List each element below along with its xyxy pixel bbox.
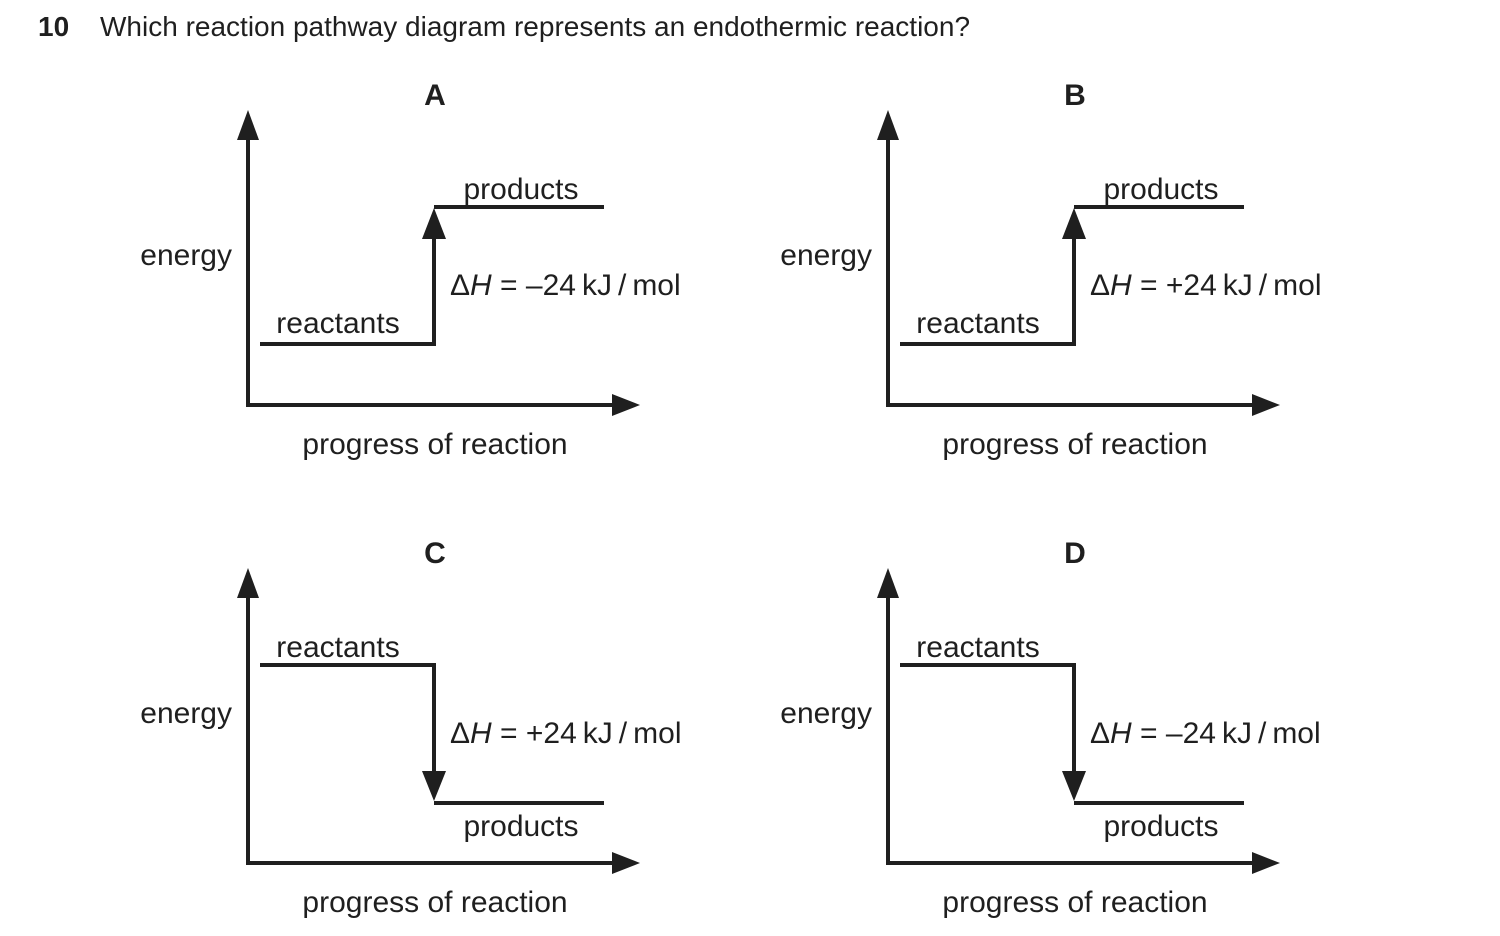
delta-h-annotation: ΔH = +24 kJ / mol — [1090, 268, 1322, 303]
enthalpy-arrowhead-down — [1062, 771, 1086, 801]
energy-axis-label: energy — [140, 239, 232, 272]
delta-symbol: Δ — [450, 269, 471, 302]
diagram-b: B energy reactants products ΔH = +24 kJ … — [760, 78, 1322, 473]
diagram-a: A energy reactants products ΔH = –24 kJ … — [120, 78, 680, 473]
x-axis-label: progress of reaction — [942, 428, 1208, 461]
x-axis-arrowhead — [612, 852, 640, 874]
delta-h-annotation: ΔH = –24 kJ / mol — [450, 268, 681, 303]
diagram-c-figure — [237, 568, 640, 874]
delta-symbol: Δ — [450, 717, 471, 750]
delta-h-annotation: ΔH = –24 kJ / mol — [1090, 716, 1321, 751]
products-label: products — [1103, 810, 1219, 843]
x-axis-label: progress of reaction — [942, 886, 1208, 919]
enthalpy-symbol: H — [470, 269, 492, 302]
energy-axis-label: energy — [780, 697, 872, 730]
energy-axis-label: energy — [780, 239, 872, 272]
reactants-label: reactants — [916, 631, 1040, 664]
enthalpy-symbol: H — [1110, 269, 1132, 302]
delta-h-value: = +24 kJ / mol — [491, 717, 682, 750]
x-axis-label: progress of reaction — [302, 886, 568, 919]
question-number: 10 — [38, 11, 70, 42]
products-label: products — [463, 810, 579, 843]
reactants-label: reactants — [916, 307, 1040, 340]
products-label: products — [1103, 173, 1219, 206]
diagram-c: C energy reactants products ΔH = +24 kJ … — [120, 536, 682, 931]
diagram-b-figure — [877, 110, 1280, 416]
y-axis-arrowhead — [237, 568, 259, 598]
delta-h-value: = –24 kJ / mol — [1131, 717, 1321, 750]
delta-h-value: = –24 kJ / mol — [491, 269, 681, 302]
diagram-a-figure — [237, 110, 640, 416]
delta-symbol: Δ — [1090, 717, 1111, 750]
y-axis-arrowhead — [237, 110, 259, 140]
question-text: Which reaction pathway diagram represent… — [100, 11, 971, 42]
enthalpy-arrowhead-down — [422, 771, 446, 801]
diagram-letter: B — [1064, 79, 1086, 112]
enthalpy-arrowhead-up — [422, 208, 446, 239]
delta-symbol: Δ — [1090, 269, 1111, 302]
diagram-d: D energy reactants products ΔH = –24 kJ … — [760, 536, 1320, 931]
delta-h-annotation: ΔH = +24 kJ / mol — [450, 716, 682, 751]
energy-axis-label: energy — [140, 697, 232, 730]
question-row: 10 Which reaction pathway diagram repres… — [38, 10, 970, 44]
x-axis-arrowhead — [1252, 394, 1280, 416]
diagram-letter: D — [1064, 537, 1086, 570]
y-axis-arrowhead — [877, 568, 899, 598]
delta-h-value: = +24 kJ / mol — [1131, 269, 1322, 302]
reactants-label: reactants — [276, 631, 400, 664]
products-label: products — [463, 173, 579, 206]
diagram-letter: A — [424, 79, 446, 112]
diagram-d-figure — [877, 568, 1280, 874]
enthalpy-symbol: H — [470, 717, 492, 750]
x-axis-arrowhead — [1252, 852, 1280, 874]
y-axis-arrowhead — [877, 110, 899, 140]
enthalpy-symbol: H — [1110, 717, 1132, 750]
x-axis-label: progress of reaction — [302, 428, 568, 461]
diagram-letter: C — [424, 537, 446, 570]
x-axis-arrowhead — [612, 394, 640, 416]
enthalpy-arrowhead-up — [1062, 208, 1086, 239]
reactants-label: reactants — [276, 307, 400, 340]
